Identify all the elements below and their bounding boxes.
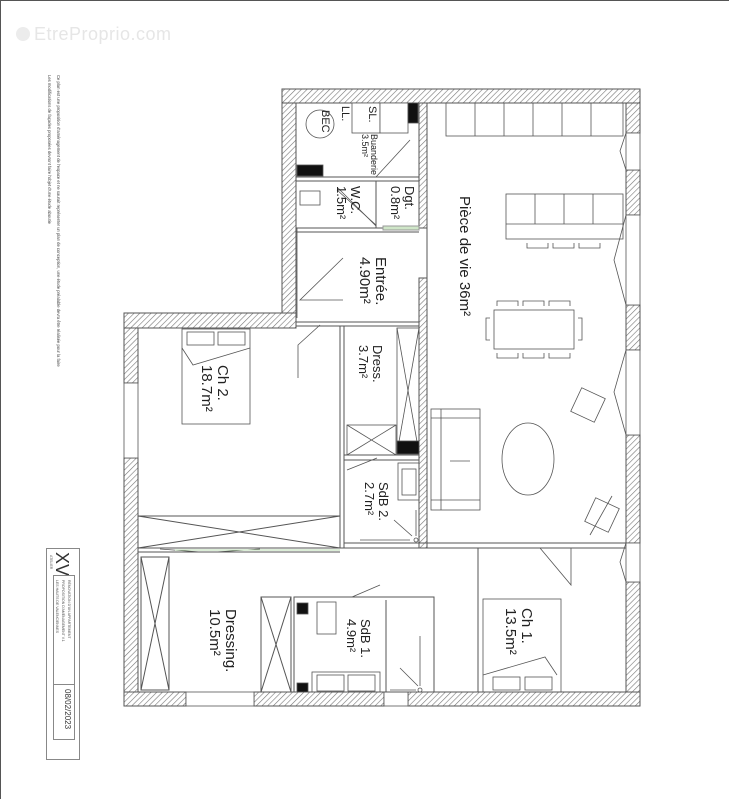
project-info-line-1: RÉNOVATION D'UN APPARTEMENT (67, 580, 71, 639)
room-area: 4.90m² (356, 257, 374, 304)
room-name: Dress. (370, 345, 385, 383)
living-furniture (430, 387, 620, 536)
watermark-text: EtreProprio.com (34, 24, 172, 44)
title-block: XV ATELIER RÉNOVATION D'UN APPARTEMENT P… (46, 548, 80, 760)
room-area: 4.9m² (344, 619, 360, 653)
fixture-bec: BEC (319, 110, 331, 133)
room-area: 3.7m² (356, 345, 372, 379)
room-area: 1.5m² (334, 186, 350, 220)
ch2-bed (181, 328, 251, 425)
project-info: RÉNOVATION D'UN APPARTEMENT PROPOSITION … (53, 575, 75, 685)
architect-logo: XV ATELIER (48, 550, 78, 576)
dining-table (485, 300, 583, 359)
room-area: 0.8m² (388, 186, 404, 220)
room-buanderie: Buanderie 3.5m² (359, 134, 379, 176)
room-wc: W.C. 1.5m² (334, 186, 363, 220)
room-sdb2: SdB 2. 2.7m² (362, 482, 391, 522)
room-name: Ch 2. (214, 365, 231, 401)
project-info-line-2: PROPOSITION D'AMÉNAGEMENT V.1 (61, 580, 65, 642)
room-ch2: Ch 2. 18.7m² (198, 365, 231, 412)
exterior-walls (123, 88, 641, 707)
room-name: Ch 1. (518, 608, 535, 644)
buanderie-fixtures (296, 102, 419, 177)
windows (123, 132, 641, 707)
room-name: Dgt. (402, 186, 417, 210)
dress-fixtures (346, 327, 420, 456)
fixture-sl: SL. (366, 106, 378, 123)
room-area: 13.5m² (502, 608, 520, 655)
room-area: 18.7m² (198, 365, 216, 412)
room-name: SdB 1. (358, 619, 373, 659)
kitchen (445, 102, 624, 249)
room-ch1: Ch 1. 13.5m² (502, 608, 535, 655)
fixture-ll: LL. (339, 106, 351, 122)
room-name: SdB 2. (376, 482, 391, 522)
watermark: EtreProprio.com (16, 24, 172, 45)
wc-fixtures (299, 187, 377, 227)
room-dressing: Dressing. 10.5m² (206, 609, 239, 673)
plan-date: 08/02/2023 (63, 689, 72, 730)
room-name: Entrée. (372, 257, 389, 306)
room-area: 2.7m² (362, 482, 378, 516)
ch1-bed (482, 598, 562, 693)
project-info-line-3: LES HAUTS DE VALENCIENNES (55, 580, 59, 634)
sdb1-fixtures (296, 601, 423, 693)
logo-subtitle: ATELIER (49, 555, 53, 570)
room-piece-de-vie: Pièce de vie 36m² (456, 196, 473, 317)
logo-mark: XV (52, 552, 72, 577)
sdb2-fixtures (360, 462, 420, 543)
room-area: 3.5m² (359, 134, 370, 158)
room-dgt: Dgt. 0.8m² (388, 186, 417, 220)
room-name: Buanderie (369, 134, 379, 176)
room-dress: Dress. 3.7m² (356, 345, 385, 383)
room-name: W.C. (348, 186, 363, 215)
date-box: 08/02/2023 (53, 683, 75, 740)
room-area: 10.5m² (206, 609, 224, 656)
room-name: Dressing. (222, 609, 239, 673)
room-sdb1: SdB 1. 4.9m² (344, 619, 373, 659)
room-entree: Entrée. 4.90m² (356, 257, 389, 306)
watermark-logo-icon (16, 27, 30, 41)
